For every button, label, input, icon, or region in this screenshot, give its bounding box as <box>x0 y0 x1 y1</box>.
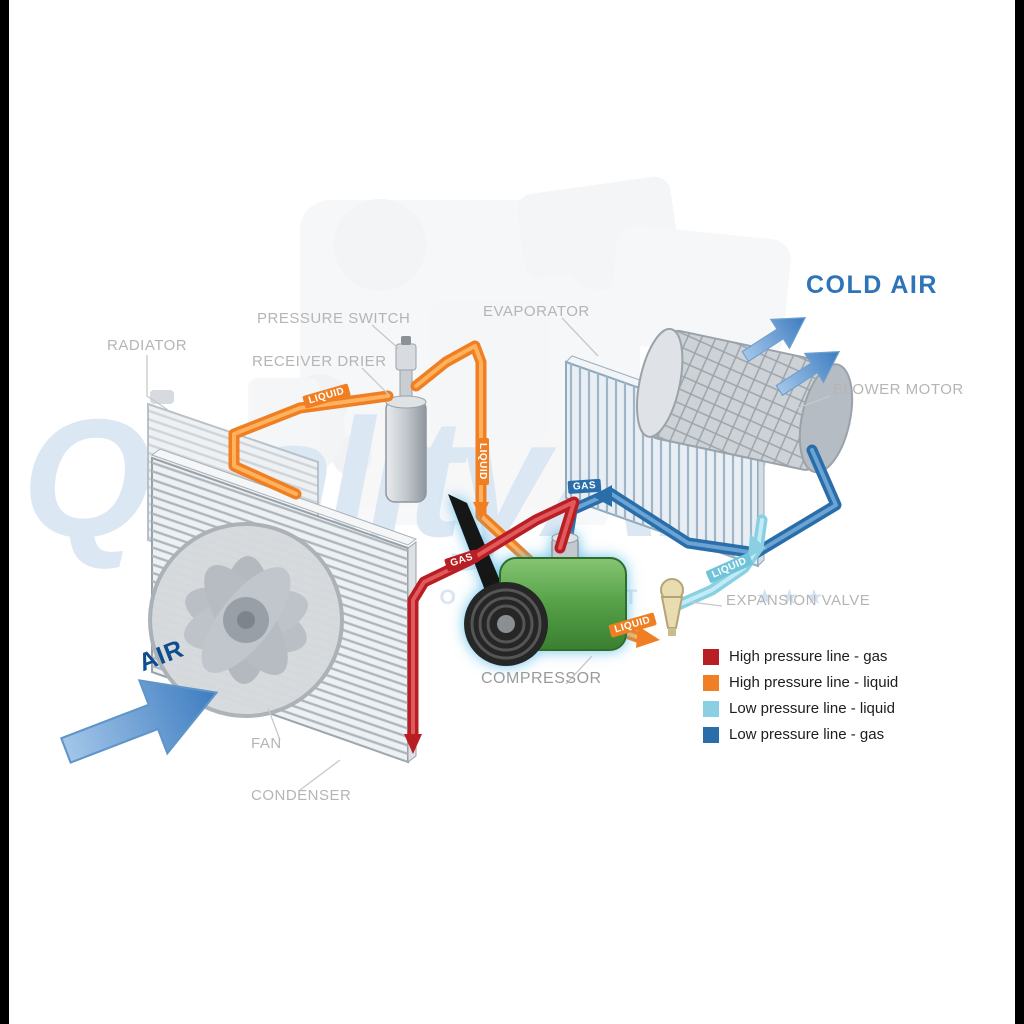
pressure-switch-graphic <box>395 336 417 371</box>
legend-swatch-low-liquid <box>703 700 719 717</box>
label-fan: FAN <box>251 735 282 752</box>
label-condenser: CONDENSER <box>251 787 352 804</box>
legend-row-low-gas: Low pressure line - gas <box>703 726 898 743</box>
label-receiver-drier: RECEIVER DRIER <box>252 353 387 370</box>
label-pressure-switch: PRESSURE SWITCH <box>257 310 411 327</box>
fan-graphic <box>148 522 344 718</box>
legend-swatch-high-liquid <box>703 674 719 691</box>
blower-motor-graphic <box>636 327 854 474</box>
legend-label-high-liquid: High pressure line - liquid <box>729 674 899 691</box>
left-black-bar <box>0 0 9 1024</box>
right-black-bar <box>1015 0 1024 1024</box>
leader-lines <box>146 317 831 791</box>
label-expansion-valve: EXPANSION VALVE <box>726 592 871 609</box>
legend-swatch-high-gas <box>703 648 719 665</box>
legend-swatch-low-gas <box>703 726 719 743</box>
flow-arrowheads <box>404 485 766 754</box>
legend-label-high-gas: High pressure line - gas <box>729 648 888 665</box>
label-blower-motor: BLOWER MOTOR <box>833 381 964 398</box>
label-radiator: RADIATOR <box>107 337 188 354</box>
flow-label-liquid-vertical: LIQUID <box>476 438 489 485</box>
legend: High pressure line - gas High pressure l… <box>703 648 898 752</box>
label-air: AIR <box>134 634 188 678</box>
flow-label-liquid-valve: LIQUID <box>608 612 657 638</box>
label-cold-air: COLD AIR <box>806 271 938 299</box>
legend-row-high-gas: High pressure line - gas <box>703 648 898 665</box>
label-evaporator: EVAPORATOR <box>483 303 590 320</box>
watermark-stars-right: ★ ★ ★ <box>755 586 824 609</box>
flow-label-liquid-lowpressure: LIQUID <box>705 552 754 584</box>
flow-label-gas-suction: GAS <box>567 478 602 494</box>
flow-label-liquid-drier: LIQUID <box>302 383 351 409</box>
flow-label-gas-discharge: GAS <box>443 549 480 572</box>
label-compressor: COMPRESSOR <box>481 670 602 687</box>
legend-row-low-liquid: Low pressure line - liquid <box>703 700 898 717</box>
legend-label-low-gas: Low pressure line - gas <box>729 726 885 743</box>
legend-label-low-liquid: Low pressure line - liquid <box>729 700 895 717</box>
receiver-drier-graphic <box>385 336 427 503</box>
expansion-valve-graphic <box>660 578 684 636</box>
legend-row-high-liquid: High pressure line - liquid <box>703 674 898 691</box>
